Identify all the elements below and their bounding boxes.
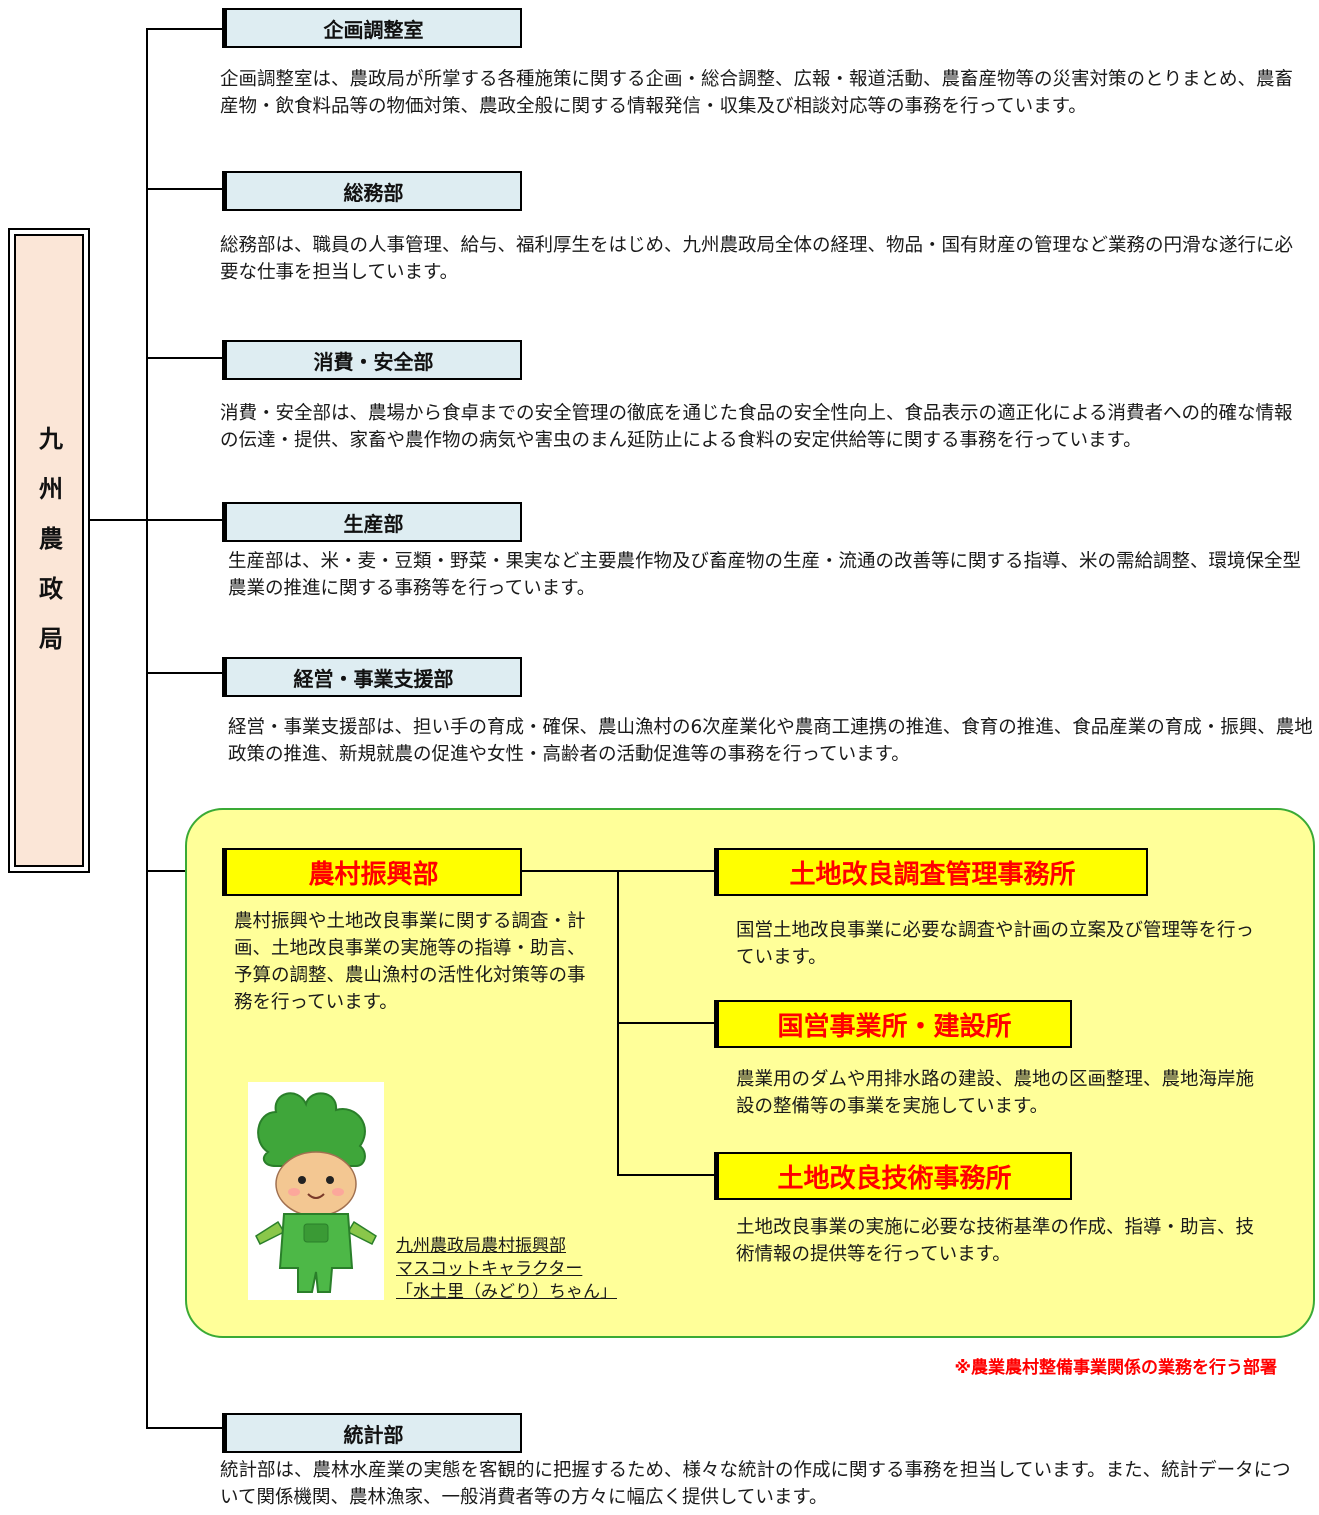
dept-description-somu: 総務部は、職員の人事管理、給与、福利厚生をはじめ、九州農政局全体の経理、物品・国… [220,235,1294,283]
dept-description-noson-shinko: 農村振興や土地改良事業に関する調査・計画、土地改良事業の実施等の指導・助言、予算… [234,911,586,1013]
dept-description-keiei: 経営・事業支援部は、担い手の育成・確保、農山漁村の6次産業化や農商工連携の推進、… [228,717,1313,765]
root-organization-inner: 九州農政局 [14,234,84,867]
office-description-tochi-gijutsu: 土地改良事業の実施に必要な技術基準の作成、指導・助言、技術情報の提供等を行ってい… [736,1217,1255,1265]
root-organization-box: 九州農政局 [8,228,90,873]
dept-header-kikaku: 企画調整室 [222,8,522,48]
dept-description-shohi-anzen: 消費・安全部は、農場から食卓までの安全管理の徹底を通じた食品の安全性向上、食品表… [220,403,1293,451]
dept-header-tokei: 統計部 [222,1413,522,1453]
branch-line-seisan [146,672,222,674]
office-header-kokuei: 国営事業所・建設所 [714,1000,1072,1048]
dept-header-somu: 総務部 [222,171,522,211]
branch-line-tokei [146,1427,222,1429]
dept-header-shohi-anzen: 消費・安全部 [222,340,522,380]
dept-description-tokei: 統計部は、農林水産業の実態を客観的に把握するため、様々な統計の作成に関する事務を… [220,1460,1291,1508]
branch-line-shohi [146,357,222,359]
branch-line-somu [146,188,222,190]
dept-description-kikaku: 企画調整室は、農政局が所掌する各種施策に関する企画・総合調整、広報・報道活動、農… [220,69,1294,117]
dept-header-keiei: 経営・事業支援部 [222,657,522,697]
mascot-image [248,1082,384,1300]
dept-description-seisan: 生産部は、米・麦・豆類・野菜・果実など主要農作物及び畜産物の生産・流通の改善等に… [228,551,1302,599]
branch-line-noson [146,870,222,872]
mascot-illustration [255,1092,377,1293]
rural-office-line-3 [617,1174,714,1176]
dept-header-seisan: 生産部 [222,502,522,542]
mascot-caption-line-1: 九州農政局農村振興部 [396,1236,566,1256]
mascot-caption-line-3: 「水土里（みどり）ちゃん」 [396,1282,617,1302]
branch-line-kikaku [146,28,222,30]
dept-header-noson-shinko: 農村振興部 [222,848,522,896]
rural-note: ※農業農村整備事業関係の業務を行う部署 [954,1358,1277,1378]
office-header-tochi-chosa: 土地改良調査管理事務所 [714,848,1148,896]
rural-office-line-2 [617,1022,714,1024]
root-connector-line [90,519,222,521]
mascot-caption: 九州農政局農村振興部 マスコットキャラクター 「水土里（みどり）ちゃん」 [396,1235,617,1304]
office-header-tochi-gijutsu: 土地改良技術事務所 [714,1152,1072,1200]
office-description-kokuei: 農業用のダムや用排水路の建設、農地の区画整理、農地海岸施設の整備等の事業を実施し… [736,1069,1255,1117]
root-organization-title: 九州農政局 [34,425,63,676]
main-trunk-line [146,28,148,1428]
mascot-caption-line-2: マスコットキャラクター [396,1259,583,1279]
office-description-tochi-chosa: 国営土地改良事業に必要な調査や計画の立案及び管理等を行っています。 [736,920,1255,968]
